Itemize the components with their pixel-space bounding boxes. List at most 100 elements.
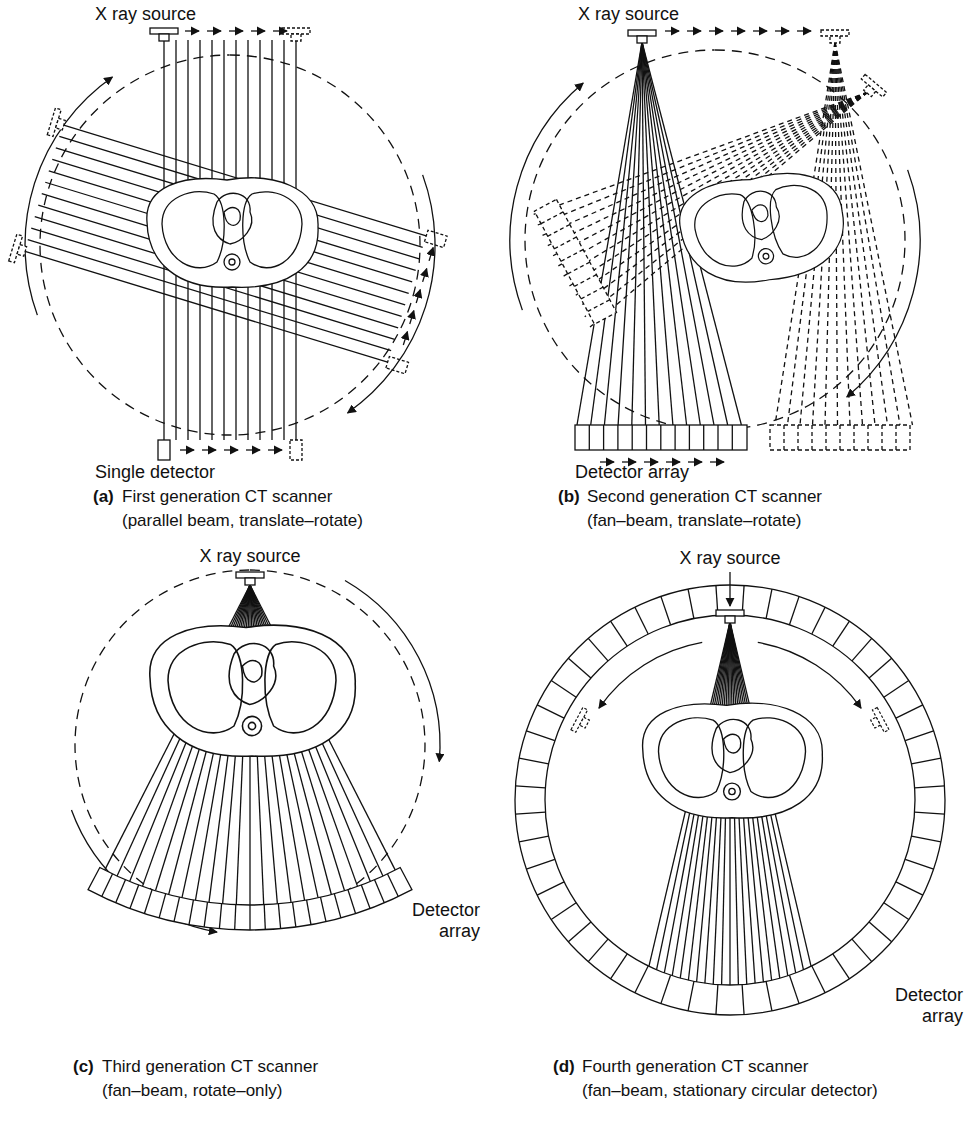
detector-cell xyxy=(568,262,590,274)
patient-section xyxy=(150,625,356,756)
detector-cell xyxy=(852,939,872,962)
detector-cell xyxy=(603,425,604,450)
detector-cell xyxy=(839,425,840,450)
detector-ring xyxy=(515,585,945,1015)
single-detector xyxy=(158,440,170,460)
rotated-beams xyxy=(9,108,450,381)
detector-cell xyxy=(884,903,909,920)
detector-cell xyxy=(526,859,554,869)
detector-cell xyxy=(588,300,610,312)
detector-cell xyxy=(646,425,647,450)
detector-cell xyxy=(307,900,311,925)
detector-ghost xyxy=(290,440,302,460)
gantry-path xyxy=(40,55,420,435)
detector-cell xyxy=(561,250,583,262)
detector-label: Detector array xyxy=(868,985,963,1027)
detector-cell xyxy=(853,425,854,450)
detector-cell xyxy=(905,859,933,869)
detector-cell xyxy=(635,966,648,993)
detector-cell xyxy=(812,607,825,634)
motion-arrow xyxy=(202,449,216,450)
detector-cell xyxy=(102,874,113,897)
panel-caption: First generation CT scanner xyxy=(122,486,422,507)
panel-caption: Third generation CT scanner xyxy=(102,1056,402,1077)
detector-cell xyxy=(732,425,733,450)
motion-arrow xyxy=(251,30,265,31)
detector-cell xyxy=(766,589,772,618)
detector-cell xyxy=(537,882,564,895)
motion-arrow xyxy=(423,269,427,282)
motion-arrow xyxy=(797,30,811,31)
detector-ghost-rotated xyxy=(534,199,616,324)
detector-cell xyxy=(716,985,718,1015)
xray-source xyxy=(150,28,178,41)
detector-cell xyxy=(611,954,628,979)
detector-cell xyxy=(568,658,591,678)
detector-cell xyxy=(264,905,265,930)
detector-cell xyxy=(911,836,940,842)
xray-source xyxy=(628,30,656,43)
detector-cell xyxy=(537,705,564,718)
detector-cell xyxy=(911,758,940,764)
detector-cell xyxy=(159,894,166,918)
detector-cell xyxy=(551,681,576,698)
detector-cell xyxy=(867,425,868,450)
panel-caption: Second generation CT scanner xyxy=(587,486,887,507)
rotation-arrow xyxy=(348,175,435,413)
motion-arrow xyxy=(753,30,767,31)
detector-cell xyxy=(896,882,923,895)
detector-cell xyxy=(896,705,923,718)
xray-source xyxy=(236,572,264,585)
detector-cell xyxy=(783,425,784,450)
detector-label: Detector array xyxy=(575,462,745,483)
motion-arrow xyxy=(268,449,282,450)
detector-cell xyxy=(204,902,207,927)
detector-cell xyxy=(635,607,648,634)
detector-cell xyxy=(130,885,139,908)
detector-cell xyxy=(789,596,799,624)
motion-arrow xyxy=(273,30,287,31)
gantry-path xyxy=(75,570,425,920)
detector-cell xyxy=(581,287,603,299)
source-label: X ray source xyxy=(650,548,810,569)
detector-cell xyxy=(742,985,744,1015)
motion-arrow xyxy=(709,30,723,31)
detector-cell xyxy=(293,902,296,927)
xray-source-ghost xyxy=(9,234,30,265)
detector-cell xyxy=(661,975,671,1003)
rotation-arrow xyxy=(25,77,112,315)
detector-cell xyxy=(674,425,675,450)
motion-arrow xyxy=(229,30,243,31)
detector-label: Single detector xyxy=(95,462,265,483)
detector-cell xyxy=(515,786,545,788)
panel-caption: Fourth generation CT scanner xyxy=(582,1056,882,1077)
detector-ghost xyxy=(386,356,409,373)
detector-cell xyxy=(717,425,718,450)
detector-cell xyxy=(661,596,671,624)
rotation-arrow xyxy=(345,580,440,761)
xray-source-ghost xyxy=(821,30,849,43)
detector-cell xyxy=(588,638,608,661)
detector-cell xyxy=(905,731,933,741)
beam-line xyxy=(574,92,868,296)
detector-cell xyxy=(278,904,280,929)
detector-cell xyxy=(235,905,236,930)
detector-cell xyxy=(589,425,590,450)
detector-ghost xyxy=(424,230,447,247)
source-label: X ray source xyxy=(578,4,738,25)
motion-arrow xyxy=(688,461,702,462)
motion-arrow xyxy=(207,30,221,31)
beam-line xyxy=(604,42,642,425)
beam-line xyxy=(577,42,642,425)
detector-cell xyxy=(551,903,576,920)
detector-cell xyxy=(688,981,694,1010)
detector-cell xyxy=(915,812,945,814)
detector-cell xyxy=(219,904,221,929)
panel-subcaption: (fan–beam, rotate–only) xyxy=(102,1080,422,1101)
detector-cell xyxy=(348,890,356,914)
xray-source-ghost xyxy=(857,74,887,102)
detector-cell xyxy=(588,939,608,962)
detector-cell xyxy=(116,880,126,903)
rotation-arrow xyxy=(758,642,861,708)
